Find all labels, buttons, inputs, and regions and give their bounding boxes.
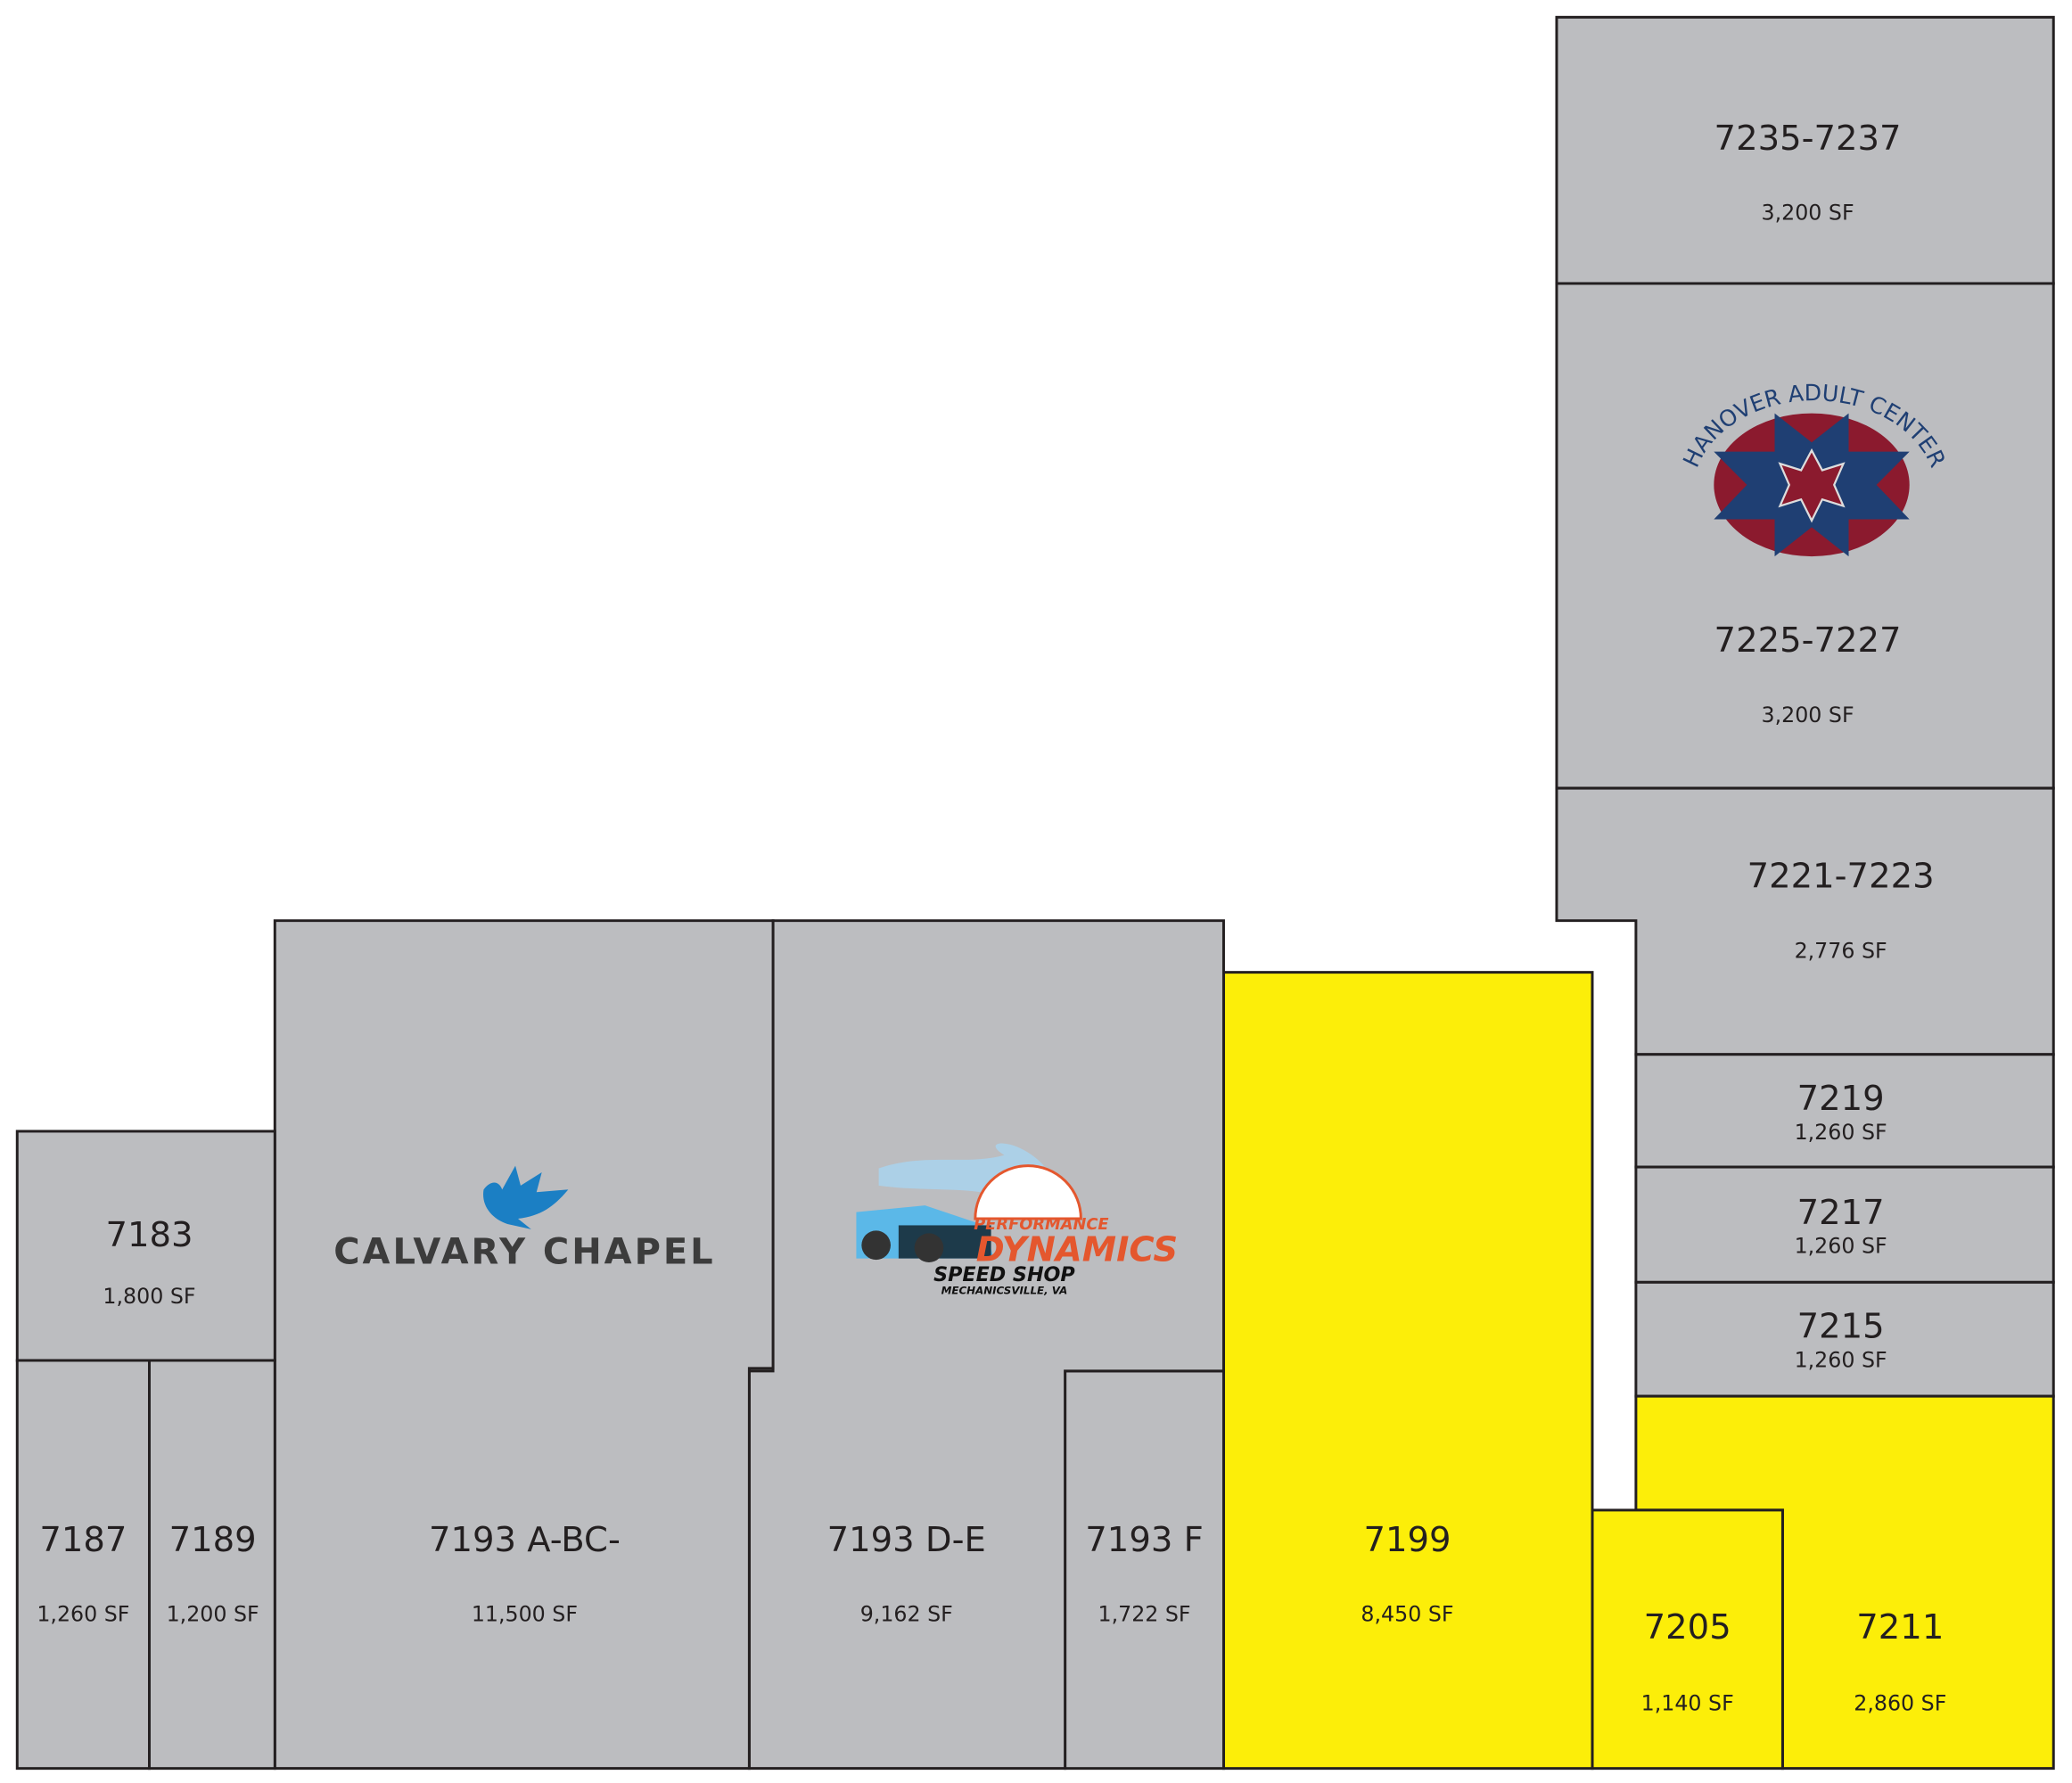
unit-7215[interactable]: 7215 1,260 SF [1634, 1280, 2055, 1398]
unit-number: 7221-7223 [1747, 856, 1935, 896]
unit-7187[interactable]: 7187 1,260 SF [15, 1359, 151, 1771]
unit-number: 7183 [105, 1215, 193, 1255]
unit-number: 7199 [1363, 1520, 1451, 1560]
logo-text: CALVARY CHAPEL [333, 1231, 715, 1272]
logo-text: MECHANICSVILLE, VA [941, 1285, 1068, 1297]
unit-area: 8,450 SF [1361, 1602, 1453, 1627]
unit-7189[interactable]: 7189 1,200 SF [148, 1359, 276, 1771]
unit-area: 1,260 SF [37, 1602, 129, 1627]
unit-number: 7189 [169, 1520, 257, 1560]
unit-number: 7187 [39, 1520, 127, 1560]
unit-7193-a-bc[interactable]: CALVARY CHAPEL 7193 A-BC- 11,500 SF [273, 919, 775, 1771]
unit-area: 1,800 SF [103, 1284, 195, 1309]
dove-icon [483, 1165, 569, 1229]
unit-number: 7205 [1644, 1607, 1731, 1647]
unit-area: 3,200 SF [1762, 201, 1854, 226]
unit-number: 7225-7227 [1714, 620, 1902, 661]
unit-number: 7211 [1856, 1607, 1944, 1647]
unit-area: 3,200 SF [1762, 703, 1854, 727]
unit-area: 2,860 SF [1854, 1690, 1946, 1715]
unit-area: 1,260 SF [1795, 1234, 1887, 1259]
unit-area: 9,162 SF [860, 1602, 953, 1627]
logo-text: PERFORMANCE [974, 1215, 1108, 1234]
calvary-chapel-logo: CALVARY CHAPEL [333, 1165, 715, 1273]
unit-7193-d-e[interactable]: PERFORMANCE DYNAMICS SPEED SHOP MECHANIC… [747, 919, 1225, 1771]
unit-area: 1,200 SF [167, 1602, 259, 1627]
unit-number: 7217 [1797, 1193, 1885, 1233]
hanover-adult-center-logo: HANOVER ADULT CENTER [1678, 380, 1951, 557]
unit-7235-7237[interactable]: 7235-7237 3,200 SF [1555, 15, 2055, 285]
unit-number: 7235-7237 [1714, 119, 1902, 159]
unit-area: 1,260 SF [1795, 1347, 1887, 1372]
unit-area: 11,500 SF [472, 1602, 578, 1627]
unit-area: 2,776 SF [1795, 938, 1887, 963]
unit-area: 1,140 SF [1641, 1690, 1734, 1715]
unit-7225-7227[interactable]: HANOVER ADULT CENTER 7225-7227 3,200 SF [1555, 282, 2055, 790]
unit-7183[interactable]: 7183 1,800 SF [15, 1130, 276, 1362]
unit-number: 7215 [1797, 1307, 1885, 1347]
performance-dynamics-logo: PERFORMANCE DYNAMICS SPEED SHOP MECHANIC… [856, 1143, 1178, 1297]
unit-number: 7193 F [1085, 1520, 1203, 1560]
unit-area: 1,260 SF [1795, 1120, 1887, 1145]
unit-7205[interactable]: 7205 1,140 SF [1591, 1508, 1784, 1771]
unit-number: 7193 D-E [827, 1520, 986, 1560]
logo-text: DYNAMICS [976, 1230, 1178, 1270]
unit-7219[interactable]: 7219 1,260 SF [1634, 1053, 2055, 1169]
unit-area: 1,722 SF [1098, 1602, 1190, 1627]
unit-7221-7223[interactable]: 7221-7223 2,776 SF [1555, 786, 2055, 1056]
unit-7217[interactable]: 7217 1,260 SF [1634, 1165, 2055, 1284]
logo-text: SPEED SHOP [933, 1263, 1075, 1286]
unit-7199[interactable]: 7199 8,450 SF [1221, 971, 1594, 1771]
unit-7193-f[interactable]: 7193 F 1,722 SF [1064, 1369, 1225, 1771]
unit-number: 7193 A-BC- [429, 1520, 621, 1560]
unit-number: 7219 [1797, 1079, 1885, 1119]
